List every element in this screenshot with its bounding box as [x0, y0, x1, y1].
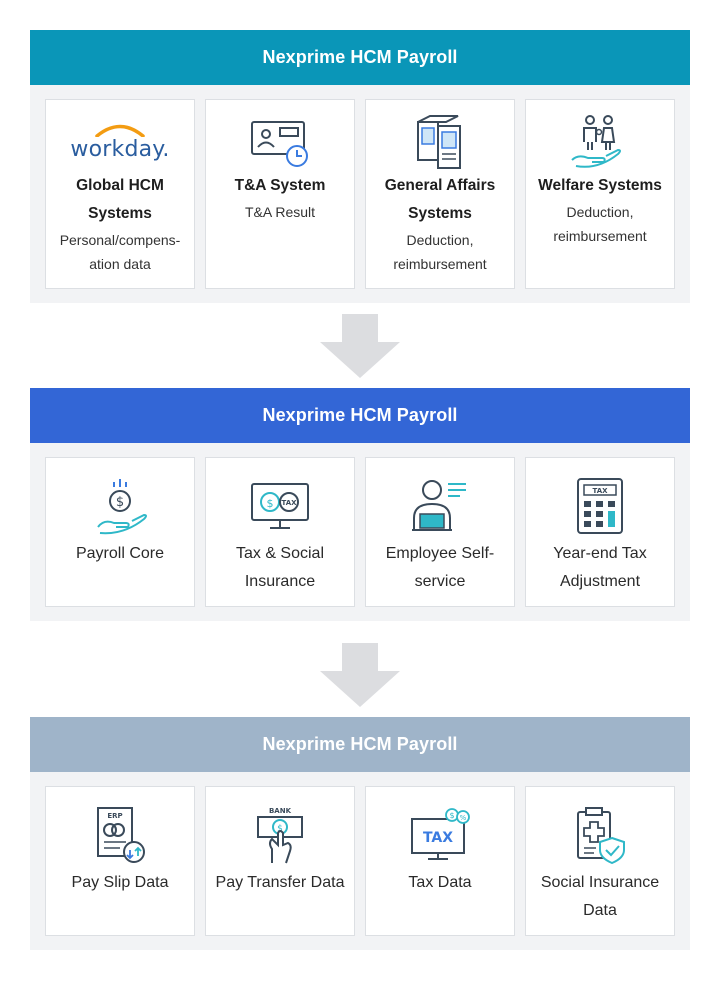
workday-logo-text: workday. — [70, 136, 170, 162]
card-year-end-tax: TAX Year-end Tax Adjustment — [525, 457, 675, 607]
card-ta-system: T&A System T&A Result — [205, 99, 355, 289]
source-systems-section: Nexprime HCM Payroll workday. Global HCM… — [30, 30, 690, 303]
card-title: Global HCM Systems — [76, 177, 164, 222]
bank-transfer-icon: BANK $ — [244, 805, 316, 865]
tax-text: TAX — [592, 487, 608, 495]
card-social-insurance: Social Insurance Data — [525, 786, 675, 936]
output-data-panel: ERP Pay Slip Data BANK $ — [30, 772, 690, 950]
card-title: T&A System — [234, 177, 326, 194]
output-data-section: Nexprime HCM Payroll ERP Pay Slip Data — [30, 717, 690, 950]
svg-text:$: $ — [267, 497, 274, 510]
erp-text: ERP — [107, 812, 122, 820]
card-pay-slip: ERP Pay Slip Data — [45, 786, 195, 936]
id-card-clock-icon — [244, 112, 316, 172]
svg-text:$: $ — [449, 811, 454, 820]
tax-text: TAX — [281, 499, 297, 507]
card-subtitle: T&A Result — [244, 204, 316, 220]
insurance-shield-icon — [564, 805, 636, 865]
card-tax-data: TAX $ % Tax Data — [365, 786, 515, 936]
section-header: Nexprime HCM Payroll — [30, 30, 690, 85]
card-payroll-core: $ Payroll Core — [45, 457, 195, 607]
section-header: Nexprime HCM Payroll — [30, 388, 690, 443]
down-arrow-icon — [320, 643, 400, 707]
card-employee-self-service: Employee Self-service — [365, 457, 515, 607]
svg-text:$: $ — [116, 495, 124, 510]
employee-laptop-icon — [404, 476, 476, 536]
card-title: General Affairs Systems — [384, 177, 496, 222]
card-label: Tax & Social Insurance — [235, 545, 325, 590]
card-label: Employee Self-service — [385, 545, 495, 590]
svg-text:$: $ — [277, 824, 283, 834]
card-label: Tax Data — [408, 874, 472, 891]
card-label: Payroll Core — [75, 545, 165, 562]
card-label: Pay Slip Data — [71, 874, 169, 891]
erp-slip-icon: ERP — [84, 805, 156, 865]
tax-screen-icon: TAX $ % — [404, 805, 476, 865]
down-arrow-icon — [320, 314, 400, 378]
family-hand-icon — [564, 112, 636, 172]
svg-text:%: % — [460, 814, 467, 822]
tax-text: TAX — [423, 830, 453, 846]
card-subtitle: Deduction, reimbursement — [553, 204, 647, 244]
card-subtitle: Personal/compens-ation data — [59, 232, 181, 272]
card-label: Year-end Tax Adjustment — [553, 545, 647, 590]
card-label: Social Insurance Data — [540, 874, 660, 919]
card-label: Pay Transfer Data — [215, 874, 345, 891]
payroll-modules-section: Nexprime HCM Payroll $ Payroll Core — [30, 388, 690, 621]
source-systems-panel: workday. Global HCM Systems Personal/com… — [30, 85, 690, 303]
documents-icon — [404, 112, 476, 172]
payroll-modules-panel: $ Payroll Core $ TAX Tax & Social Insura… — [30, 443, 690, 621]
card-tax-social: $ TAX Tax & Social Insurance — [205, 457, 355, 607]
tax-calculator-icon: TAX — [564, 476, 636, 536]
card-welfare: Welfare Systems Deduction, reimbursement — [525, 99, 675, 289]
card-pay-transfer: BANK $ Pay Transfer Data — [205, 786, 355, 936]
bank-text: BANK — [269, 807, 292, 815]
card-global-hcm: workday. Global HCM Systems Personal/com… — [45, 99, 195, 289]
tax-monitor-icon: $ TAX — [244, 476, 316, 536]
card-title: Welfare Systems — [538, 177, 662, 194]
card-subtitle: Deduction, reimbursement — [393, 232, 487, 272]
workday-logo: workday. — [70, 112, 169, 172]
coin-hand-icon: $ — [84, 476, 156, 536]
section-header: Nexprime HCM Payroll — [30, 717, 690, 772]
card-general-affairs: General Affairs Systems Deduction, reimb… — [365, 99, 515, 289]
